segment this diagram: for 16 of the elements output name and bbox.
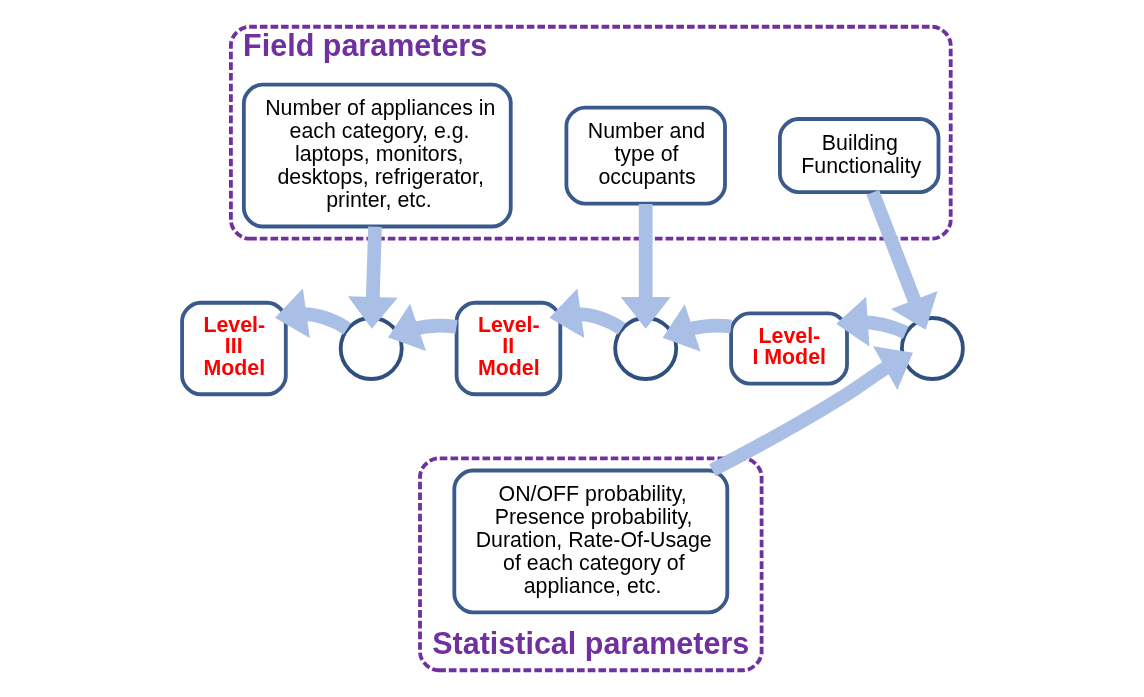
node-box: Number of appliances in each category, e.g. laptops, monitors, desktops, refrigerator, printer, etc.: [241, 82, 513, 229]
node-circle: [338, 316, 404, 381]
node-box: ON/OFF probability, Presence probability, Duration, Rate-Of-Usage of each category of appliance, etc.: [451, 468, 729, 615]
node-circle: [612, 316, 678, 381]
node-box: Level- II Model: [454, 300, 562, 397]
node-circle: [899, 316, 965, 381]
node-box: Building Functionality: [777, 117, 940, 195]
node-box: Level- III Model: [179, 300, 288, 397]
arrow: [274, 288, 351, 339]
arrow: [347, 226, 398, 329]
arrow: [865, 189, 938, 330]
node-box: Level- I Model: [728, 311, 849, 386]
arrow: [620, 204, 671, 329]
arrow: [548, 288, 625, 339]
node-box: Number and type of occupants: [564, 105, 727, 206]
arrow: [708, 346, 913, 477]
